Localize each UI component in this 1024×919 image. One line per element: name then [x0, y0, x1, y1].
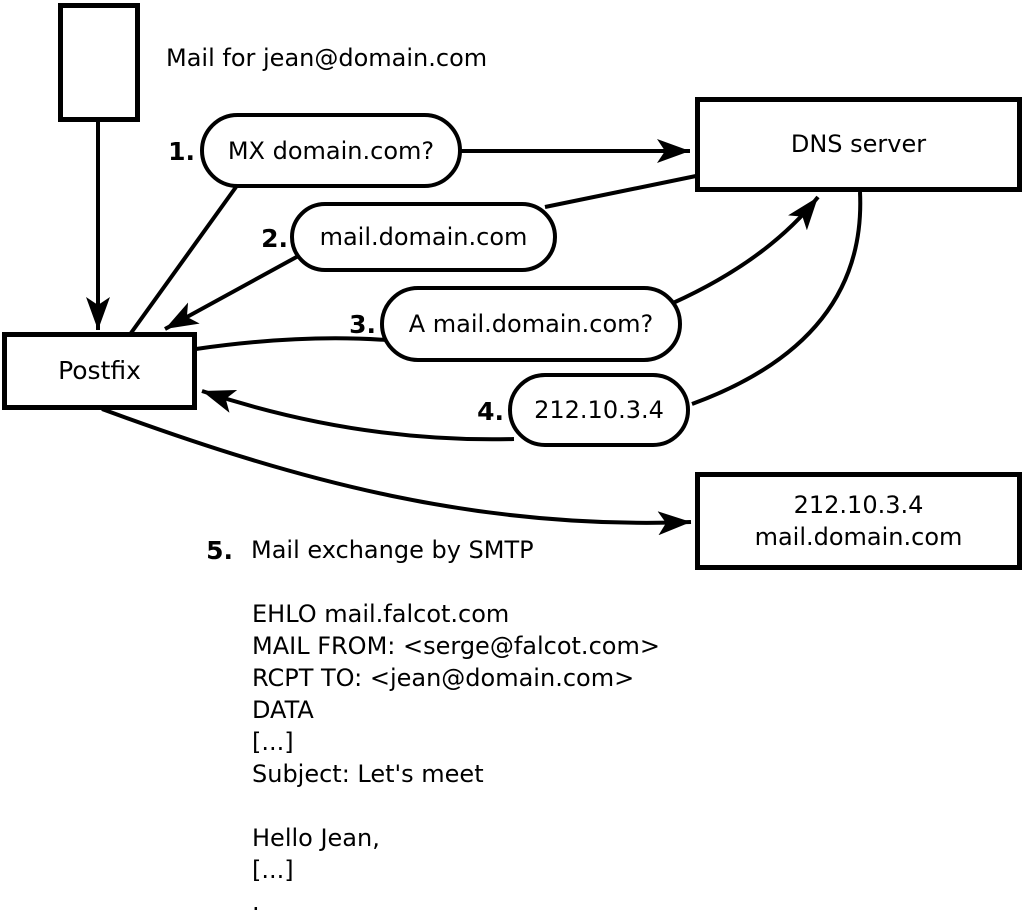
arrow-pill2-to-postfix: [164, 252, 303, 331]
arrow-postfix-to-dest: [101, 407, 692, 536]
smtp-transcript: EHLO mail.falcot.com MAIL FROM: <serge@f…: [252, 598, 660, 918]
line-dns-to-pill4: [691, 191, 863, 406]
pill-a-answer-label: 212.10.3.4: [534, 396, 664, 424]
envelope-box: [58, 3, 140, 122]
dns-server-label: DNS server: [790, 130, 927, 159]
line-postfix-to-pill3: [195, 336, 387, 351]
pill-a-answer: 212.10.3.4: [508, 373, 690, 447]
pill-a-query: A mail.domain.com?: [380, 286, 682, 362]
step-number-4: 4.: [477, 397, 504, 426]
pill-a-query-label: A mail.domain.com?: [408, 310, 654, 338]
smtp-line-mail-from: MAIL FROM: <serge@falcot.com>: [252, 632, 660, 660]
postfix-label: Postfix: [58, 356, 141, 386]
pill-mx-query-label: MX domain.com?: [227, 136, 435, 165]
smtp-line-ellipsis2: [...]: [252, 856, 294, 884]
pill-mx-answer-label: mail.domain.com: [319, 223, 528, 251]
smtp-line-subject: Subject: Let's meet: [252, 760, 484, 788]
pill-mx-query: MX domain.com?: [200, 113, 462, 188]
step-number-5: 5.: [206, 536, 233, 565]
smtp-line-hello: Hello Jean,: [252, 824, 380, 852]
line-postfix-to-pill1: [129, 185, 238, 335]
mail-label: Mail for jean@domain.com: [166, 44, 488, 72]
line-dns-to-pill2: [544, 174, 697, 209]
smtp-line-rcpt-to: RCPT TO: <jean@domain.com>: [252, 664, 635, 692]
dest-server-ip: 212.10.3.4: [793, 490, 924, 519]
smtp-line-ellipsis1: [...]: [252, 728, 294, 756]
smtp-line-end-dot: .: [252, 888, 260, 916]
pill-mx-answer: mail.domain.com: [290, 202, 557, 272]
dest-server-box: 212.10.3.4 mail.domain.com: [695, 472, 1022, 570]
smtp-line-blank: [252, 790, 660, 822]
arrow-pill3-to-dns: [672, 195, 820, 305]
smtp-line-ehlo: EHLO mail.falcot.com: [252, 600, 510, 628]
arrow-pill4-to-postfix: [201, 389, 515, 442]
postfix-box: Postfix: [2, 332, 197, 410]
dest-server-hostname: mail.domain.com: [754, 523, 963, 551]
step-5-label: Mail exchange by SMTP: [251, 536, 534, 564]
smtp-line-data: DATA: [252, 696, 314, 724]
step-number-3: 3.: [349, 310, 376, 339]
step-number-1: 1.: [168, 137, 195, 166]
step-number-2: 2.: [261, 224, 288, 253]
dns-server-box: DNS server: [695, 97, 1022, 192]
